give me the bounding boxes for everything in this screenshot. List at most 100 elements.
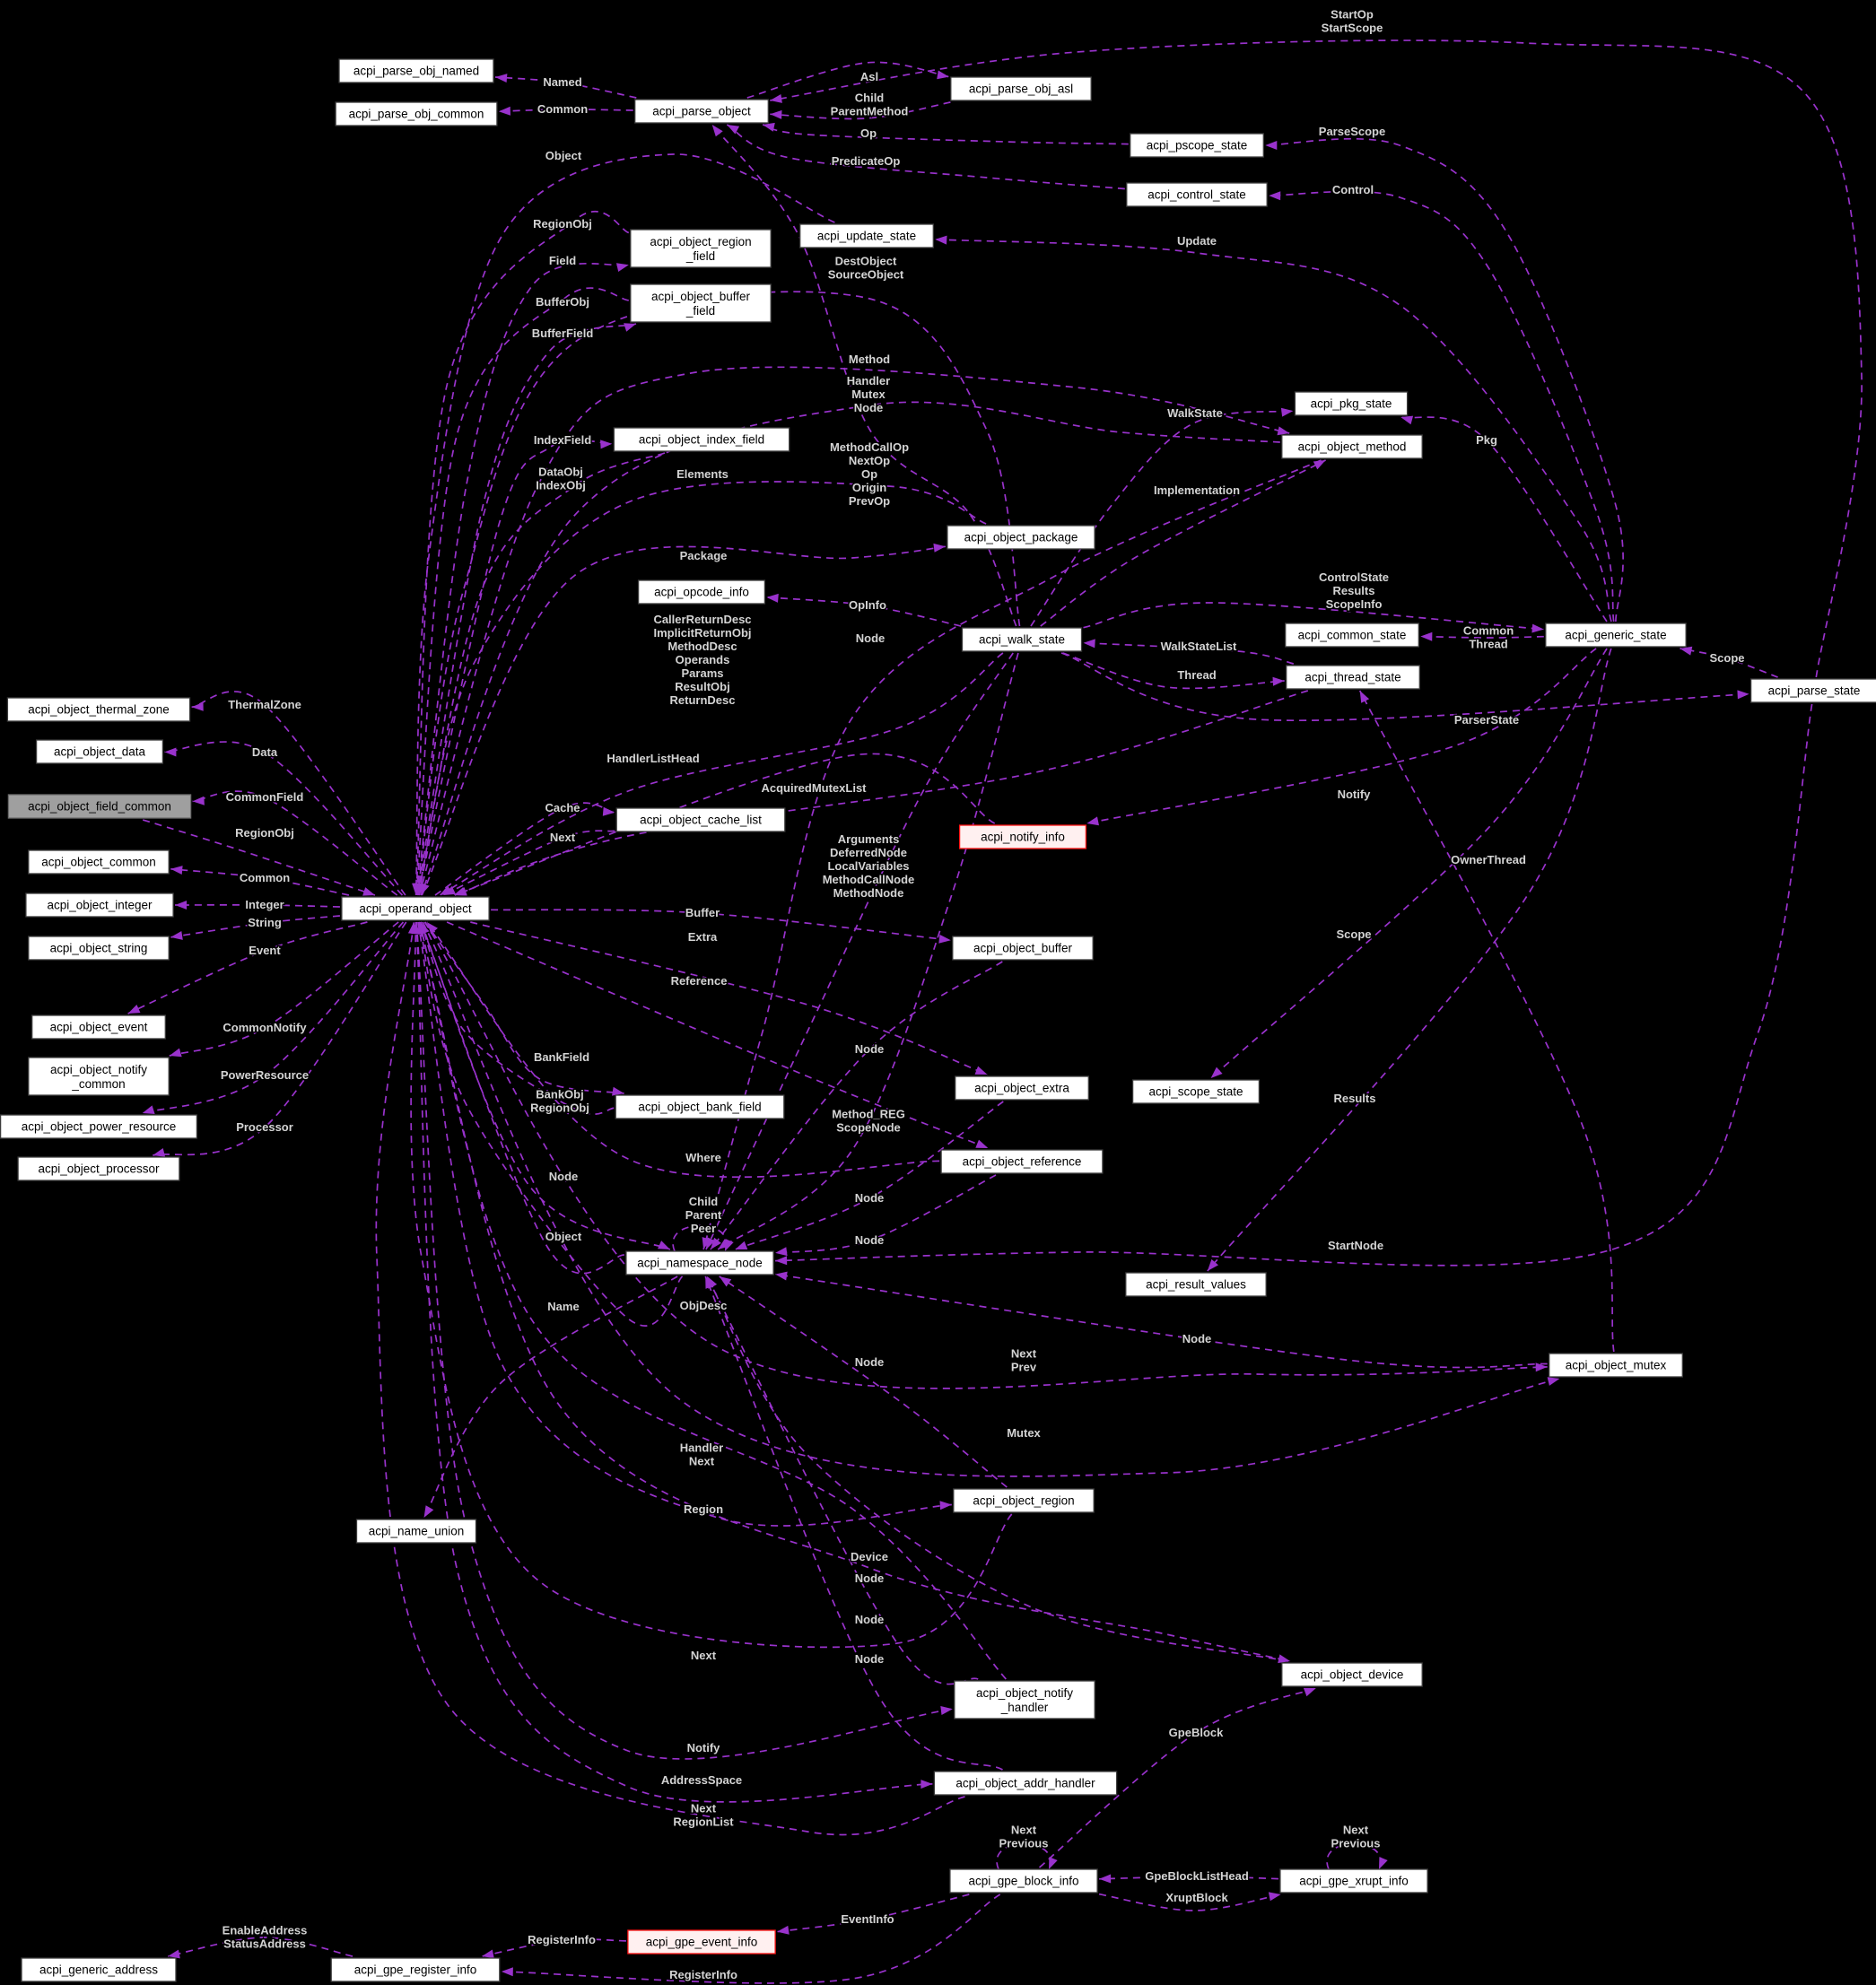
node-box[interactable]: [615, 807, 786, 832]
node-box[interactable]: [1130, 133, 1264, 158]
node-box[interactable]: [961, 627, 1083, 652]
node-namespace-node[interactable]: acpi_namespace_node: [625, 1250, 774, 1275]
node-box[interactable]: [630, 283, 772, 323]
node-object-buffer[interactable]: acpi_object_buffer: [952, 936, 1094, 961]
node-control-state[interactable]: acpi_control_state: [1126, 182, 1268, 207]
node-notify-info[interactable]: acpi_notify_info: [958, 824, 1087, 849]
node-box[interactable]: [630, 229, 772, 268]
node-gpe-xrupt[interactable]: acpi_gpe_xrupt_info: [1279, 1868, 1428, 1894]
node-object-device[interactable]: acpi_object_device: [1281, 1662, 1423, 1687]
node-box[interactable]: [21, 1957, 177, 1982]
node-gpe-block[interactable]: acpi_gpe_block_info: [949, 1868, 1098, 1894]
node-box[interactable]: [1131, 1079, 1261, 1104]
node-box[interactable]: [335, 101, 498, 126]
node-box[interactable]: [1125, 1272, 1267, 1297]
node-box[interactable]: [1294, 391, 1409, 416]
node-box[interactable]: [35, 739, 164, 764]
node-box[interactable]: [613, 427, 790, 452]
node-box[interactable]: [341, 896, 490, 921]
node-operand[interactable]: acpi_operand_object: [341, 896, 490, 921]
node-box[interactable]: [1549, 1353, 1683, 1378]
node-scope-state[interactable]: acpi_scope_state: [1131, 1079, 1261, 1104]
node-region-field[interactable]: acpi_object_region_field: [630, 229, 772, 268]
node-field-common[interactable]: acpi_object_field_common: [7, 794, 192, 819]
node-addr-handler[interactable]: acpi_object_addr_handler: [933, 1771, 1118, 1796]
node-box[interactable]: [958, 824, 1087, 849]
node-box[interactable]: [1545, 622, 1687, 648]
node-gpe-register[interactable]: acpi_gpe_register_info: [330, 1957, 501, 1982]
node-generic-state[interactable]: acpi_generic_state: [1545, 622, 1687, 648]
node-box[interactable]: [31, 1014, 166, 1040]
node-box[interactable]: [615, 1094, 785, 1119]
node-object-data[interactable]: acpi_object_data: [35, 739, 164, 764]
node-index-field[interactable]: acpi_object_index_field: [613, 427, 790, 452]
node-object-event[interactable]: acpi_object_event: [31, 1014, 166, 1040]
node-object-mutex[interactable]: acpi_object_mutex: [1549, 1353, 1683, 1378]
node-box[interactable]: [634, 99, 769, 124]
node-box[interactable]: [17, 1156, 180, 1181]
node-object-region[interactable]: acpi_object_region: [953, 1488, 1095, 1513]
node-object-reference[interactable]: acpi_object_reference: [940, 1149, 1104, 1174]
node-box[interactable]: [338, 58, 494, 83]
node-parse-state[interactable]: acpi_parse_state: [1749, 678, 1876, 703]
node-box[interactable]: [6, 697, 191, 722]
node-pkg-state[interactable]: acpi_pkg_state: [1294, 391, 1409, 416]
node-box[interactable]: [355, 1519, 477, 1544]
node-box[interactable]: [0, 1114, 198, 1139]
node-walk-state[interactable]: acpi_walk_state: [961, 627, 1083, 652]
node-box[interactable]: [625, 1250, 774, 1275]
node-box[interactable]: [955, 1075, 1089, 1101]
node-box[interactable]: [952, 936, 1094, 961]
node-box[interactable]: [1749, 678, 1876, 703]
node-box[interactable]: [950, 76, 1092, 101]
node-generic-address[interactable]: acpi_generic_address: [21, 1957, 177, 1982]
node-thermal-zone[interactable]: acpi_object_thermal_zone: [6, 697, 191, 722]
node-box[interactable]: [949, 1868, 1098, 1894]
node-parse-object[interactable]: acpi_parse_object: [634, 99, 769, 124]
node-bank-field[interactable]: acpi_object_bank_field: [615, 1094, 785, 1119]
node-box[interactable]: [28, 1057, 170, 1096]
node-box[interactable]: [1281, 1662, 1423, 1687]
node-object-extra[interactable]: acpi_object_extra: [955, 1075, 1089, 1101]
node-common-state[interactable]: acpi_common_state: [1285, 622, 1419, 648]
node-box[interactable]: [1286, 665, 1420, 690]
node-box[interactable]: [954, 1680, 1095, 1719]
node-object-common[interactable]: acpi_object_common: [28, 849, 170, 875]
node-gpe-event[interactable]: acpi_gpe_event_info: [627, 1929, 776, 1955]
node-object-processor[interactable]: acpi_object_processor: [17, 1156, 180, 1181]
node-box[interactable]: [1279, 1868, 1428, 1894]
node-box[interactable]: [637, 579, 766, 605]
node-name-union[interactable]: acpi_name_union: [355, 1519, 477, 1544]
node-box[interactable]: [330, 1957, 501, 1982]
node-box[interactable]: [1281, 434, 1423, 459]
node-box[interactable]: [953, 1488, 1095, 1513]
node-update-state[interactable]: acpi_update_state: [799, 223, 934, 248]
node-buffer-field[interactable]: acpi_object_buffer_field: [630, 283, 772, 323]
node-pscope-state[interactable]: acpi_pscope_state: [1130, 133, 1264, 158]
node-box[interactable]: [7, 794, 192, 819]
node-cache-list[interactable]: acpi_object_cache_list: [615, 807, 786, 832]
node-box[interactable]: [799, 223, 934, 248]
node-box[interactable]: [1285, 622, 1419, 648]
node-opcode-info[interactable]: acpi_opcode_info: [637, 579, 766, 605]
node-box[interactable]: [25, 892, 174, 918]
node-box[interactable]: [933, 1771, 1118, 1796]
node-box[interactable]: [28, 849, 170, 875]
node-result-values[interactable]: acpi_result_values: [1125, 1272, 1267, 1297]
node-object-integer[interactable]: acpi_object_integer: [25, 892, 174, 918]
node-notify-handler[interactable]: acpi_object_notify_handler: [954, 1680, 1095, 1719]
node-parse-obj-common[interactable]: acpi_parse_obj_common: [335, 101, 498, 126]
node-box[interactable]: [1126, 182, 1268, 207]
node-box[interactable]: [627, 1929, 776, 1955]
node-power-resource[interactable]: acpi_object_power_resource: [0, 1114, 198, 1139]
node-parse-obj-asl[interactable]: acpi_parse_obj_asl: [950, 76, 1092, 101]
node-object-string[interactable]: acpi_object_string: [28, 936, 170, 961]
node-parse-obj-named[interactable]: acpi_parse_obj_named: [338, 58, 494, 83]
node-box[interactable]: [940, 1149, 1104, 1174]
node-notify-common[interactable]: acpi_object_notify_common: [28, 1057, 170, 1096]
node-object-method[interactable]: acpi_object_method: [1281, 434, 1423, 459]
node-box[interactable]: [28, 936, 170, 961]
node-box[interactable]: [947, 525, 1095, 550]
node-package[interactable]: acpi_object_package: [947, 525, 1095, 550]
node-thread-state[interactable]: acpi_thread_state: [1286, 665, 1420, 690]
